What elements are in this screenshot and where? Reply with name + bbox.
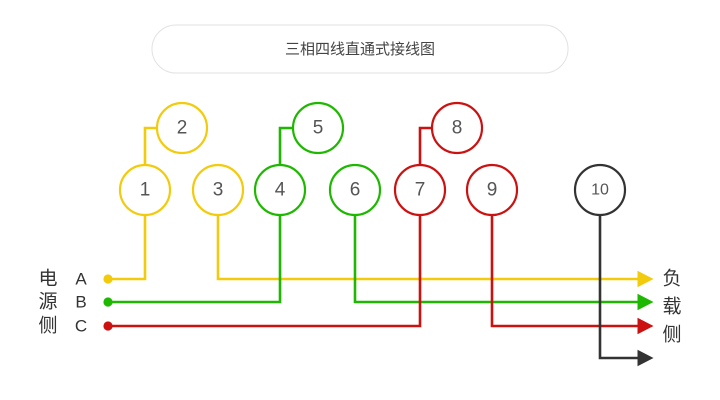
wire-source-b-to-terminal-4	[108, 215, 282, 304]
terminal-4-circle[interactable]	[253, 163, 307, 217]
terminal-5-label: 5	[313, 118, 324, 139]
terminal-7-label: 7	[415, 180, 426, 201]
terminal-2[interactable]: 2	[155, 101, 209, 155]
title-pill: 三相四线直通式接线图	[151, 24, 569, 74]
terminal-4-label: 4	[275, 180, 286, 201]
terminal-5-circle[interactable]	[291, 101, 345, 155]
terminal-8-circle[interactable]	[430, 101, 484, 155]
source-terminal-dot-b	[103, 297, 113, 307]
source-side-char-1: 电	[38, 268, 57, 290]
page-title: 三相四线直通式接线图	[285, 41, 435, 58]
terminal-2-circle[interactable]	[155, 101, 209, 155]
terminal-6[interactable]: 6	[328, 163, 382, 217]
title-pill-background	[151, 24, 569, 74]
wire-terminal-3-to-load-a	[216, 215, 654, 288]
terminal-2-label: 2	[177, 118, 188, 139]
load-side-char-1: 负	[662, 268, 681, 290]
phase-label-c: C	[75, 317, 87, 336]
source-side-char-2: 源	[38, 291, 57, 313]
wire-terminal-8-bridge	[418, 126, 432, 165]
wire-terminal-9-to-load-c	[490, 215, 654, 335]
terminal-10[interactable]: 10	[573, 163, 627, 217]
wire-source-c-to-terminal-7	[108, 215, 422, 328]
terminal-5[interactable]: 5	[291, 101, 345, 155]
wire-terminal-6-to-load-b	[353, 215, 654, 311]
phase-b-wiring	[103, 126, 654, 311]
terminal-9[interactable]: 9	[465, 163, 519, 217]
load-side-char-3: 侧	[662, 324, 681, 346]
terminal-3-circle[interactable]	[191, 163, 245, 217]
terminal-1[interactable]: 1	[118, 163, 172, 217]
terminal-8[interactable]: 8	[430, 101, 484, 155]
source-side-char-3: 侧	[38, 315, 57, 337]
load-side-label: 负 载 侧	[662, 268, 681, 346]
phase-labels: A B C	[75, 270, 87, 336]
terminal-10-label: 10	[591, 182, 609, 199]
phase-label-a: A	[75, 270, 87, 289]
terminal-8-label: 8	[452, 118, 463, 139]
wire-source-a-to-terminal-1	[108, 215, 147, 281]
terminal-4[interactable]: 4	[253, 163, 307, 217]
terminal-3[interactable]: 3	[191, 163, 245, 217]
terminal-group: 1 2 3 4 5 6 7 8	[118, 101, 627, 217]
source-side-label: 电 源 侧	[38, 268, 57, 337]
phase-label-b: B	[75, 293, 86, 312]
neutral-wiring	[598, 215, 654, 367]
source-terminal-dot-c	[103, 321, 113, 331]
phase-a-wiring	[103, 126, 654, 288]
wire-terminal-5-bridge	[278, 126, 293, 165]
source-terminal-dot-a	[103, 274, 113, 284]
wire-terminal-2-bridge	[143, 126, 157, 165]
terminal-1-label: 1	[140, 180, 151, 201]
terminal-7-circle[interactable]	[393, 163, 447, 217]
terminal-9-label: 9	[487, 180, 498, 201]
terminal-1-circle[interactable]	[118, 163, 172, 217]
terminal-3-label: 3	[213, 180, 224, 201]
load-side-char-2: 载	[662, 296, 681, 318]
wire-terminal-10-to-load-n	[598, 215, 654, 367]
phase-c-wiring	[103, 126, 654, 335]
terminal-7[interactable]: 7	[393, 163, 447, 217]
terminal-6-circle[interactable]	[328, 163, 382, 217]
terminal-9-circle[interactable]	[465, 163, 519, 217]
terminal-10-circle[interactable]	[573, 163, 627, 217]
terminal-6-label: 6	[350, 180, 361, 201]
